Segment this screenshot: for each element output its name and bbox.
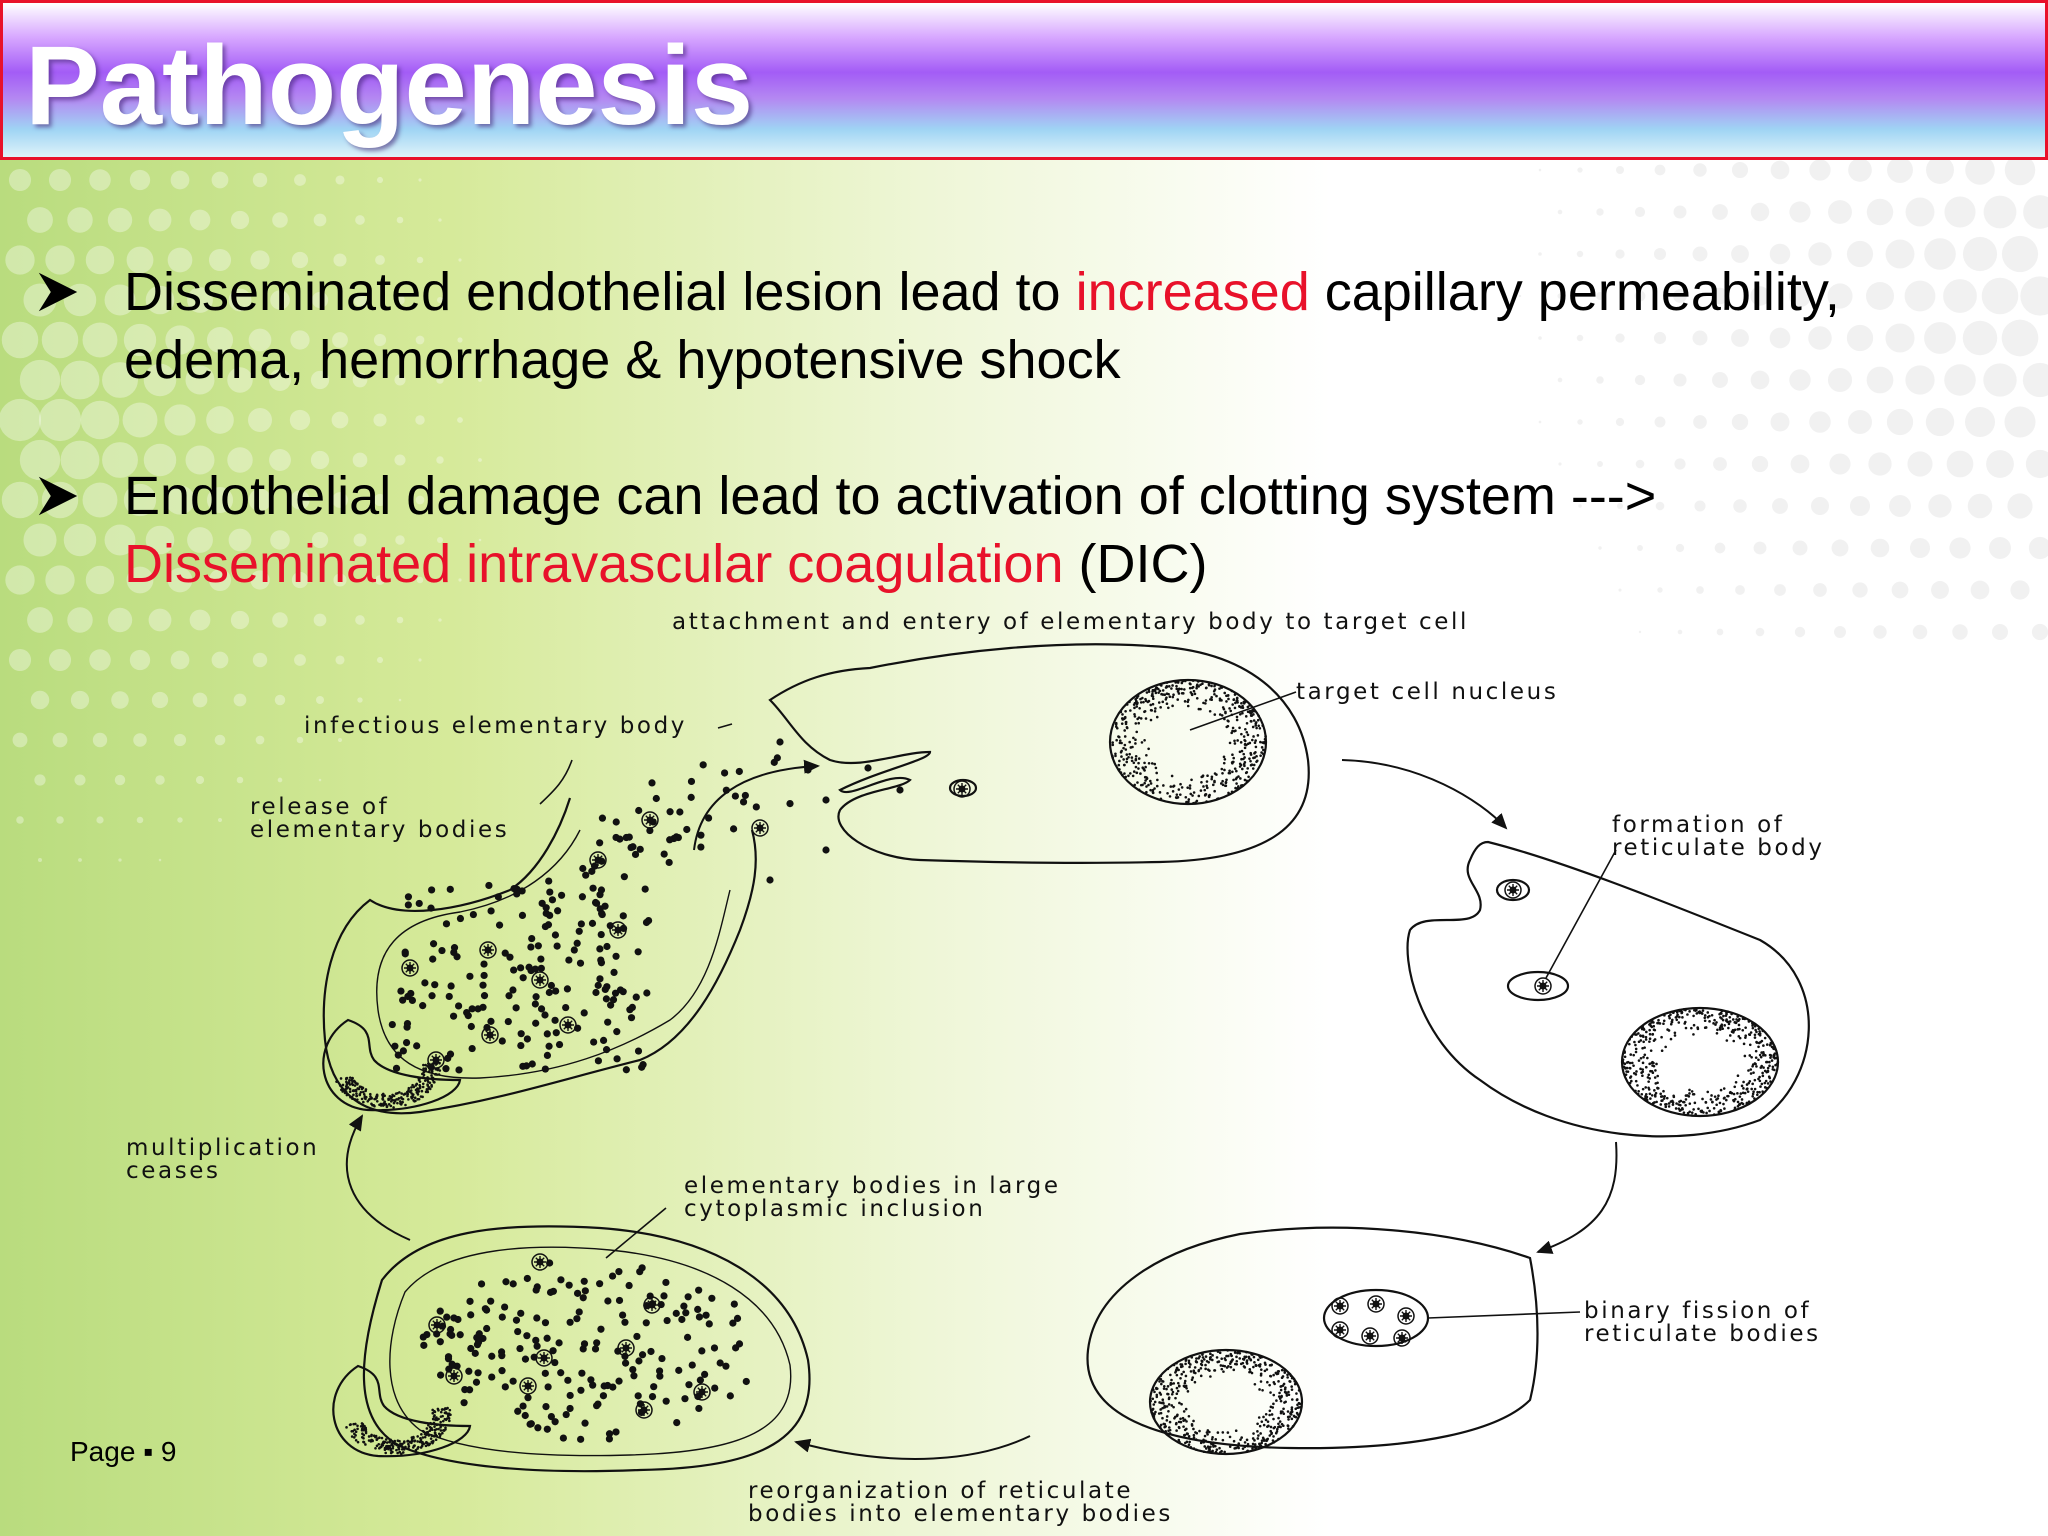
- page-footer: Page ▪ 9: [70, 1436, 176, 1468]
- arrow-attachment: [693, 759, 820, 851]
- bullet-text-part: capillary permeability,: [1309, 262, 1840, 322]
- label-attachment: attachment and entery of elementary body…: [672, 609, 1469, 635]
- bullet-text-part: Disseminated endothelial lesion lead to: [124, 262, 1076, 322]
- elementary-body-stars: [401, 780, 1552, 1419]
- arrow-to-fission: [1536, 1141, 1618, 1254]
- label-multiplication-2: ceases: [126, 1158, 221, 1184]
- arrow-to-reticulate: [1341, 759, 1508, 830]
- highlight-dic: Disseminated intravascular coagulation: [124, 534, 1064, 594]
- binary-fission-cell: [1086, 1226, 1539, 1450]
- elementary-body-dots: [388, 738, 904, 1443]
- chlamydia-life-cycle-diagram: attachment and entery of elementary body…: [126, 609, 1825, 1527]
- inclusion-cell-outline: [362, 1225, 811, 1473]
- page-label: Page: [70, 1436, 136, 1467]
- highlight-increased: increased: [1075, 262, 1310, 322]
- label-multiplication-1: multiplication: [126, 1135, 319, 1161]
- arrowhead-bullet-icon: [38, 272, 78, 312]
- bullet-text-line2: edema, hemorrhage & hypotensive shock: [124, 330, 1121, 390]
- slide-title: Pathogenesis: [25, 23, 754, 148]
- label-infectious-body: infectious elementary body: [304, 713, 687, 739]
- label-formation-2: reticulate body: [1612, 835, 1825, 861]
- bullet-text: Disseminated endothelial lesion lead to …: [124, 258, 2014, 394]
- arrowhead-bullet-icon: [38, 476, 78, 516]
- page-separator: ▪: [143, 1436, 154, 1467]
- label-inclusion-2: cytoplasmic inclusion: [684, 1196, 985, 1222]
- label-reorg-2: bodies into elementary bodies: [748, 1501, 1173, 1527]
- label-release-2: elementary bodies: [250, 817, 509, 843]
- label-target-nucleus: target cell nucleus: [1296, 679, 1558, 705]
- label-formation-1: formation of: [1612, 812, 1784, 838]
- reticulate-formation-cell: [1406, 840, 1810, 1138]
- bullet-text: Endothelial damage can lead to activatio…: [124, 462, 2014, 598]
- bullet-text-part: (DIC): [1063, 534, 1208, 594]
- label-reorg-1: reorganization of reticulate: [748, 1478, 1133, 1504]
- title-bar: Pathogenesis: [0, 0, 2048, 160]
- bullet-text-line1: Endothelial damage can lead to activatio…: [124, 466, 1657, 526]
- label-release-1: release of: [250, 794, 389, 820]
- arrow-to-multiplication-ceases: [346, 1114, 411, 1241]
- target-cell-outline: [768, 643, 1310, 864]
- label-inclusion-1: elementary bodies in large: [684, 1173, 1061, 1199]
- bursting-cell-outline: [322, 797, 757, 1115]
- label-fission-1: binary fission of: [1584, 1298, 1811, 1324]
- cell-nuclei: [322, 678, 1780, 1458]
- page-number: 9: [160, 1436, 177, 1467]
- label-fission-2: reticulate bodies: [1584, 1321, 1821, 1347]
- arrow-to-reorganization: [794, 1435, 1031, 1460]
